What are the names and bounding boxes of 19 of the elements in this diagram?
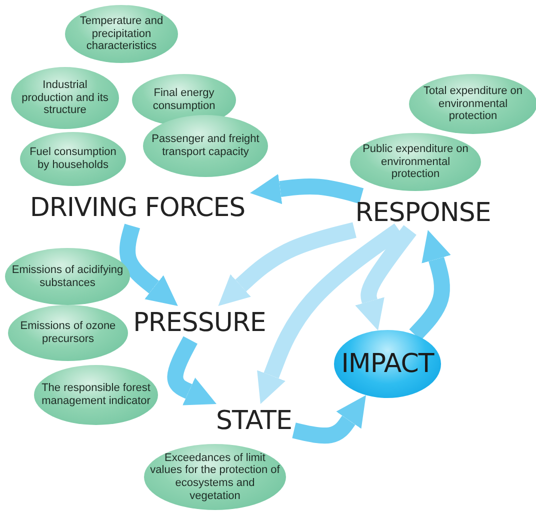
arrow [355, 225, 416, 331]
ellipse-text: Final energy consumption [152, 87, 216, 113]
ellipse-text: Public expenditure on environmental protection [362, 143, 470, 181]
ellipse-text: Exceedances of limit values for the protection of ecosystems and vegetation [150, 452, 280, 502]
ellipse-text: Passenger and freight transport capacity [150, 133, 260, 159]
ellipse-text: Temperature and precipitation characteristics [78, 15, 164, 53]
ellipse-text: The responsible forest management indicator [40, 382, 152, 408]
ellipse-text: Industrial production and its structure [20, 79, 110, 117]
ellipse-text: Total expenditure on environmental protection [422, 85, 524, 123]
ellipse-text: Emissions of acidifying substances [11, 264, 124, 290]
stage-label: DRIVING FORCES [30, 195, 246, 221]
ellipse-text: Emissions of ozone precursors [19, 320, 117, 346]
arrow [120, 224, 178, 306]
stage-label: STATE [216, 408, 292, 434]
ellipse-text: Fuel consumption by households [28, 146, 118, 172]
stage-label: RESPONSE [355, 200, 491, 226]
arrow [409, 230, 451, 340]
ellipse-text: IMPACT [341, 351, 434, 377]
stage-label: PRESSURE [133, 310, 266, 336]
